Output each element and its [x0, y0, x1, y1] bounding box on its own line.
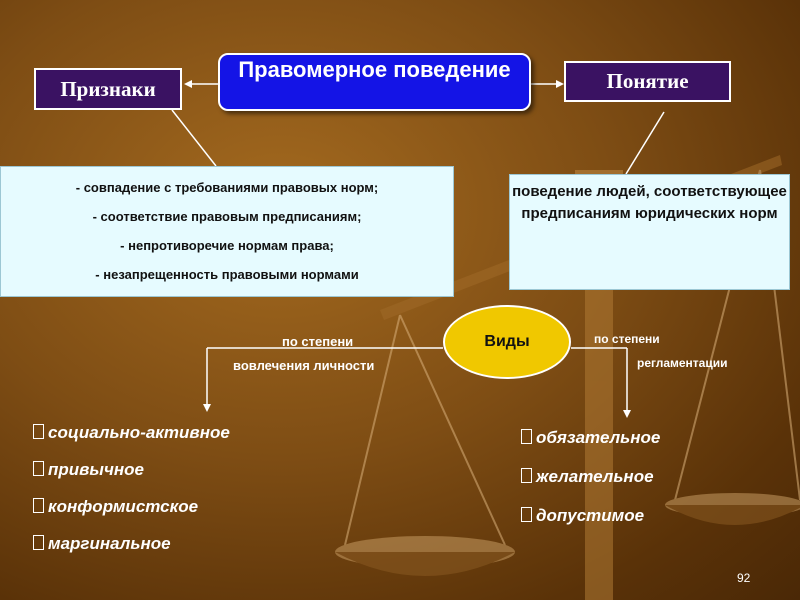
bullet-icon	[33, 424, 44, 439]
list-item-text: обязательное	[536, 428, 661, 447]
title-text: Правомерное поведение	[238, 57, 511, 82]
signs-list: - совпадение с требованиями правовых нор…	[0, 166, 454, 297]
signs-item: - незапрещенность правовыми нормами	[95, 267, 359, 282]
list-item: обязательное	[521, 428, 660, 467]
title-box: Правомерное поведение	[218, 53, 531, 111]
right-criterion-line1: по степени	[594, 332, 660, 346]
bullet-icon	[33, 498, 44, 513]
signs-item: - непротиворечие нормам права;	[120, 238, 334, 253]
right-types-list: обязательное желательное допустимое	[521, 428, 660, 545]
list-item-text: допустимое	[536, 506, 645, 525]
signs-label-box: Признаки	[34, 68, 182, 110]
list-item: маргинальное	[33, 534, 230, 571]
concept-label-box: Понятие	[564, 61, 731, 102]
arrow-head-concept	[556, 80, 564, 88]
arrow-head-right-branch	[623, 410, 631, 418]
arrow-head-left-branch	[203, 404, 211, 412]
concept-definition-box: поведение людей, соответствующее предпис…	[509, 174, 790, 290]
left-criterion-line1: по степени	[282, 334, 354, 349]
concept-label: Понятие	[606, 69, 689, 93]
bullet-icon	[521, 468, 532, 483]
callout-signs	[171, 109, 217, 167]
bullet-icon	[521, 507, 532, 522]
callout-concept	[625, 111, 665, 175]
right-criterion-line2: регламентации	[637, 356, 728, 370]
signs-item: - совпадение с требованиями правовых нор…	[75, 180, 379, 195]
list-item-text: социально-активное	[48, 423, 230, 442]
bullet-icon	[521, 429, 532, 444]
list-item: социально-активное	[33, 423, 230, 460]
left-criterion-line2: вовлечения личности	[233, 358, 375, 373]
list-item-text: привычное	[48, 460, 144, 479]
bullet-icon	[33, 535, 44, 550]
signs-item: - соответствие правовым предписаниям;	[92, 209, 362, 224]
types-label: Виды	[484, 333, 530, 350]
bullet-icon	[33, 461, 44, 476]
list-item: желательное	[521, 467, 660, 506]
list-item-text: желательное	[536, 467, 654, 486]
list-item: допустимое	[521, 506, 660, 545]
types-oval: Виды	[443, 305, 571, 379]
signs-label: Признаки	[60, 77, 156, 101]
list-item-text: конформистское	[48, 497, 199, 516]
arrow-head-signs	[184, 80, 192, 88]
page-number: 92	[737, 571, 751, 585]
list-item: привычное	[33, 460, 230, 497]
left-types-list: социально-активное привычное конформистс…	[33, 423, 230, 571]
concept-definition: поведение людей, соответствующее предпис…	[512, 183, 787, 222]
list-item: конформистское	[33, 497, 230, 534]
list-item-text: маргинальное	[48, 534, 171, 553]
